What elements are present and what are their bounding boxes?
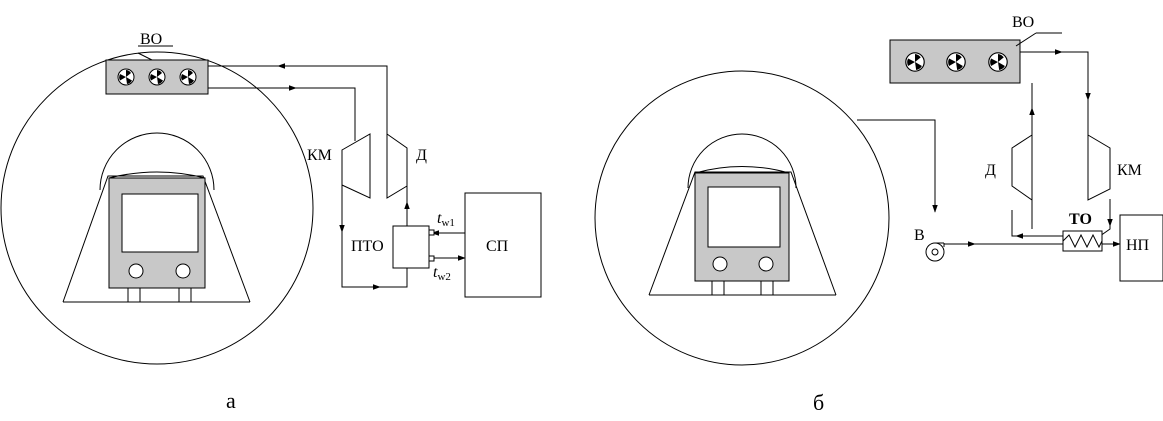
consumer-a: СП: [464, 192, 542, 298]
expander-label-b: Д: [985, 162, 996, 179]
caption-b: б: [813, 390, 824, 415]
consumer-b: НП: [1119, 214, 1163, 282]
air-cooler-b: ВО: [889, 14, 1062, 84]
compressor-label-a: КМ: [307, 147, 332, 164]
fan-icon: [179, 68, 197, 86]
diagram-a: ВО КМ Д: [0, 31, 542, 413]
air-cooler-label-a: ВО: [140, 31, 162, 48]
compressor-label-b: КМ: [1117, 162, 1142, 179]
tunnel-vehicle-a: [62, 132, 251, 303]
fan-icon: [988, 52, 1008, 72]
tunnel-circle-b: [594, 70, 890, 366]
consumer-label-b: НП: [1126, 237, 1150, 254]
centrifugal-fan-icon: [925, 242, 945, 262]
caption-a: а: [226, 388, 236, 413]
fan-icon: [117, 68, 135, 86]
heat-exchanger-b: ТО: [1062, 211, 1103, 252]
tunnel-vehicle-b: [648, 133, 837, 296]
consumer-label-a: СП: [486, 238, 509, 255]
expander-a: Д: [386, 133, 427, 199]
tunnel-circle-a: [0, 51, 314, 365]
diagram-b: ВО Д КМ: [594, 14, 1163, 415]
piping-a: [208, 63, 466, 290]
piping-b: [857, 49, 1121, 247]
compressor-a: КМ: [307, 133, 371, 199]
heat-exchanger-label-a: ПТО: [351, 238, 384, 255]
water-out-label: tw2: [433, 264, 451, 283]
water-in-label: tw1: [437, 210, 455, 229]
heat-exchanger-label-b: ТО: [1069, 211, 1092, 228]
air-cooler-a: ВО: [105, 31, 209, 95]
air-cooler-label-b: ВО: [1012, 14, 1034, 31]
compressor-b: КМ: [1087, 134, 1142, 201]
fan-icon: [148, 68, 166, 86]
centrifugal-fan-b: В: [914, 227, 945, 262]
expander-label-a: Д: [416, 147, 427, 164]
heat-exchanger-a: ПТО: [351, 225, 435, 269]
fan-icon: [946, 52, 966, 72]
fan-icon: [905, 52, 925, 72]
expander-b: Д: [985, 134, 1033, 201]
fan-label-b: В: [914, 227, 925, 244]
